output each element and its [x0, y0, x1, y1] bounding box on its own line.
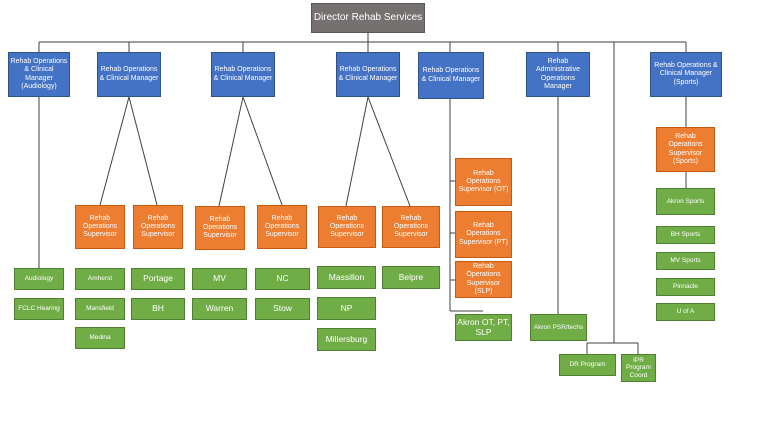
- supervisor-slp-box: Rehab Operations Supervisor (SLP): [455, 261, 512, 298]
- supervisor-box-6: Rehab Operations Supervisor: [382, 206, 440, 248]
- unit-mv: MV: [192, 268, 247, 290]
- unit-pinnacle: Pinnacle: [656, 278, 715, 296]
- unit-mansfield: Mansfield: [75, 298, 125, 320]
- unit-fclc-hearing: FCLC Hearing: [14, 298, 64, 320]
- supervisor-box-5: Rehab Operations Supervisor: [318, 206, 376, 248]
- supervisor-box-2: Rehab Operations Supervisor: [133, 205, 183, 249]
- unit-portage: Portage: [131, 268, 185, 290]
- unit-amherst: Amherst: [75, 268, 125, 290]
- unit-medina: Medina: [75, 327, 125, 349]
- unit-bh-sports: BH Sports: [656, 226, 715, 244]
- unit-audiology: Audiology: [14, 268, 64, 290]
- manager-administrative-box: Rehab Administrative Operations Manager: [526, 52, 590, 97]
- unit-u-of-a: U of A: [656, 303, 715, 321]
- unit-akron-psr-techs: Akron PSR/techs: [530, 314, 587, 341]
- director-rehab-services-box: Director Rehab Services: [311, 3, 425, 33]
- manager-audiology-box: Rehab Operations & Clinical Manager (Aud…: [8, 52, 70, 97]
- supervisor-box-1: Rehab Operations Supervisor: [75, 205, 125, 249]
- unit-akron-sports: Akron Sports: [656, 188, 715, 215]
- connector-m2-s1: [99, 96, 130, 206]
- supervisor-box-3: Rehab Operations Supervisor: [195, 206, 245, 250]
- unit-mv-sports: MV Sports: [656, 252, 715, 270]
- connector-m4-s5: [345, 96, 369, 207]
- supervisor-sports-box: Rehab Operations Supervisor (Sports): [656, 127, 715, 172]
- unit-massillon: Massillon: [317, 266, 376, 289]
- unit-akron-ot-pt-slp: Akron OT, PT, SLP: [455, 314, 512, 341]
- unit-belpre: Belpre: [382, 266, 440, 289]
- connector-m3-s4: [242, 96, 283, 206]
- manager-clinical-box-4: Rehab Operations & Clinical Manager: [336, 52, 400, 97]
- unit-dr-program: DR Program: [559, 354, 616, 376]
- unit-nc: NC: [255, 268, 310, 290]
- supervisor-pt-box: Rehab Operations Supervisor (PT): [455, 211, 512, 258]
- unit-ipr-program-coord: IPR Program Coord: [621, 354, 656, 382]
- manager-clinical-box-5: Rehab Operations & Clinical Manager: [418, 52, 484, 99]
- unit-np: NP: [317, 297, 376, 320]
- supervisor-box-4: Rehab Operations Supervisor: [257, 205, 307, 249]
- manager-sports-box: Rehab Operations & Clinical Manager (Spo…: [650, 52, 722, 97]
- manager-clinical-box-3: Rehab Operations & Clinical Manager: [211, 52, 275, 97]
- connector-m3-s3: [218, 96, 244, 207]
- unit-millersburg: Millersburg: [317, 328, 376, 351]
- unit-bh: BH: [131, 298, 185, 320]
- unit-warren: Warren: [192, 298, 247, 320]
- connector-m2-s2: [128, 96, 158, 206]
- unit-stow: Stow: [255, 298, 310, 320]
- connector-m4-s6: [367, 96, 411, 207]
- manager-clinical-box-2: Rehab Operations & Clinical Manager: [97, 52, 161, 97]
- supervisor-ot-box: Rehab Operations Supervisor (OT): [455, 158, 512, 206]
